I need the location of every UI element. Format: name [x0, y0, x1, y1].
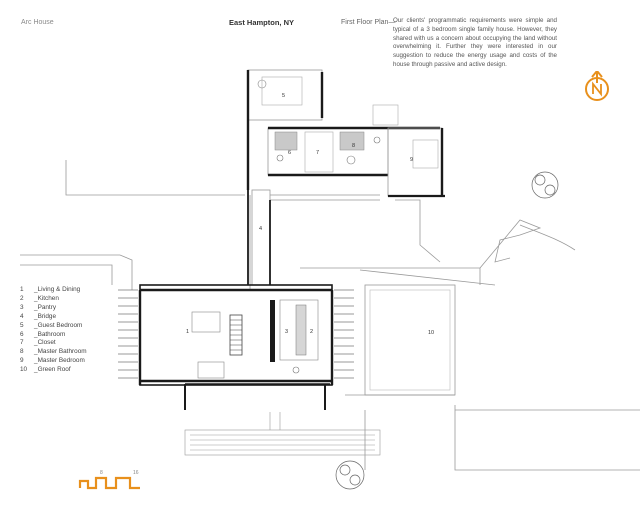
tree-canopy-icon	[335, 171, 559, 490]
room-label: 1	[186, 329, 189, 335]
legend-number: 3	[20, 303, 24, 311]
legend-number: 4	[20, 312, 24, 320]
legend-item: 2_Kitchen	[20, 294, 59, 302]
legend-item: 5_Guest Bedroom	[20, 321, 83, 329]
legend-label: Living & Dining	[37, 286, 81, 293]
legend-number: 9	[20, 357, 24, 365]
room-label: 4	[259, 226, 262, 232]
sun-louvers	[118, 289, 354, 379]
room-label: 9	[410, 157, 413, 163]
legend-item: 10_Green Roof	[20, 366, 71, 374]
green-roof-inner	[369, 289, 451, 391]
legend-item: 8_Master Bathroom	[20, 348, 87, 356]
legend-item: 3_Pantry	[20, 303, 57, 311]
room-label: 2	[310, 329, 313, 335]
legend-number: 1	[20, 286, 24, 293]
main-block	[138, 284, 334, 410]
front-walkway	[184, 412, 381, 456]
legend-number: 8	[20, 348, 24, 356]
legend-number: 7	[20, 339, 24, 347]
legend-label: Bathroom	[37, 330, 66, 338]
legend-label: Closet	[37, 339, 56, 347]
scale-label-mid: 8	[100, 470, 103, 476]
legend-number: 6	[20, 330, 24, 338]
green-roof	[364, 284, 456, 396]
room-legend: 1_Living & Dining 2_Kitchen 3_Pantry 4_B…	[20, 286, 87, 375]
room-label: 10	[428, 330, 434, 336]
project-description: Our clients' programmatic requirements w…	[393, 17, 557, 68]
legend-item: 7_Closet	[20, 339, 56, 347]
room-label: 3	[285, 329, 288, 335]
legend-item: 9_Master Bedroom	[20, 357, 85, 365]
north-wing	[246, 69, 324, 190]
plan-title: First Floor Plan—	[341, 19, 396, 26]
room-label: 7	[316, 150, 319, 156]
legend-label: Bridge	[37, 312, 57, 320]
legend-label: Master Bathroom	[37, 348, 87, 356]
scale-label-end: 16	[133, 470, 139, 476]
site-lines	[20, 160, 640, 471]
legend-label: Pantry	[37, 303, 57, 311]
legend-label: Guest Bedroom	[37, 321, 83, 329]
legend-item: 4_Bridge	[20, 312, 57, 320]
north-arrow-icon	[585, 71, 609, 101]
room-label: 8	[352, 143, 355, 149]
legend-item: 1_Living & Dining	[20, 286, 81, 293]
scale-bar: 8 16	[78, 470, 140, 490]
legend-label: Kitchen	[37, 294, 59, 302]
legend-item: 6_Bathroom	[20, 330, 66, 338]
legend-label: Green Roof	[37, 366, 71, 374]
legend-number: 10	[20, 366, 28, 374]
legend-number: 2	[20, 294, 24, 302]
legend-number: 5	[20, 321, 24, 329]
location-title: East Hampton, NY	[229, 18, 295, 27]
legend-label: Master Bedroom	[37, 357, 85, 365]
room-label: 6	[288, 150, 291, 156]
bridge	[247, 189, 380, 286]
project-name: Arc House	[21, 19, 54, 26]
room-label: 5	[282, 93, 285, 99]
master-bedroom-block	[372, 104, 445, 198]
